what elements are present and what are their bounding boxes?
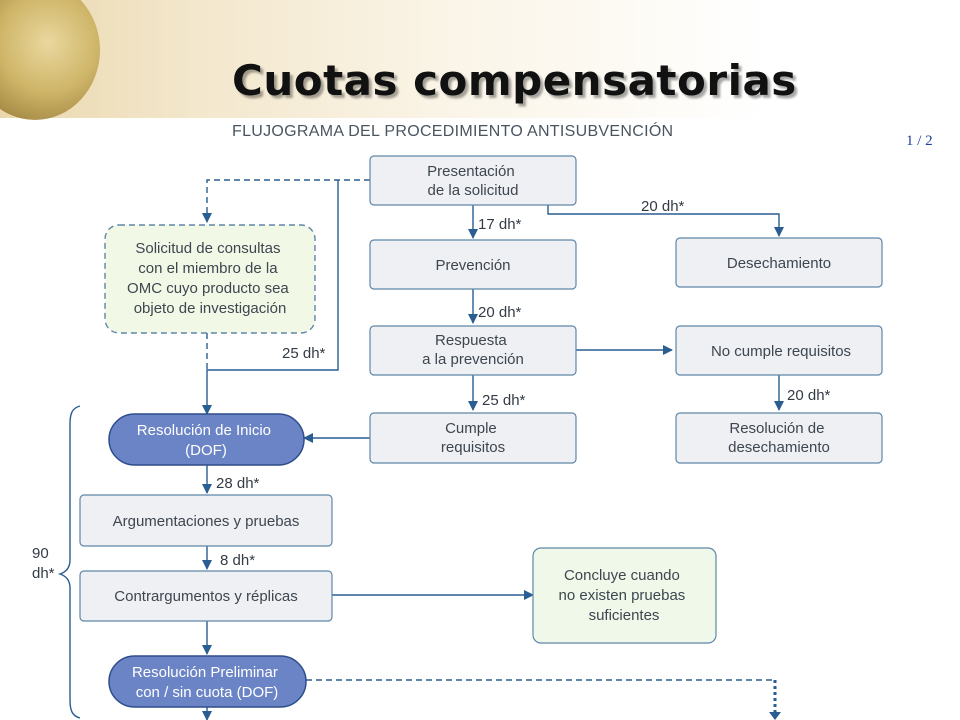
svg-text:Resolución de desechamie: Resolución de desechamiento: [728, 420, 830, 456]
svg-text:Contrargumentos y réplicas: Contrargumentos y réplicas: [114, 588, 297, 605]
node-respuesta: Respuesta a la prevención: [369, 325, 577, 376]
svg-text:Cumple requisitos: Cumple requisitos: [441, 420, 505, 456]
svg-text:Respuesta a la prevenció: Respuesta a la prevención: [422, 332, 524, 368]
label-20-dh-respuesta: 20 dh*: [478, 304, 522, 321]
svg-text:Concluye cuando no exist: Concluye cuando no existen pruebas sufic…: [559, 567, 690, 624]
label-25-dh-consultas: 25 dh*: [282, 345, 326, 362]
svg-text:Resolución de Inicio (DO: Resolución de Inicio (DOF): [137, 422, 275, 459]
label-20-dh-resolucion: 20 dh*: [787, 387, 831, 404]
node-resolucion-preliminar: Resolución Preliminar con / sin cuota (D…: [108, 655, 307, 708]
svg-text:Solicitud de consultas c: Solicitud de consultas con el miembro de…: [127, 240, 293, 317]
node-resolucion-desechamiento: Resolución de desechamiento: [675, 412, 883, 464]
svg-text:Prevención: Prevención: [435, 257, 510, 274]
edge-to-resolucion-inicio: [202, 180, 339, 415]
svg-text:Resolución Preliminar co: Resolución Preliminar con / sin cuota (D…: [132, 664, 282, 701]
node-concluye: Concluye cuando no existen pruebas sufic…: [532, 547, 717, 644]
node-prevencion: Prevención: [369, 239, 577, 290]
edge-to-consultas: [202, 179, 370, 223]
connectors: [57, 179, 784, 720]
page-indicator: 1 / 2: [906, 133, 933, 149]
node-desechamiento: Desechamiento: [675, 237, 883, 288]
svg-text:Argumentaciones y pruebas: Argumentaciones y pruebas: [113, 513, 300, 530]
node-cumple: Cumple requisitos: [369, 412, 577, 464]
diagram-subtitle: FLUJOGRAMA DEL PROCEDIMIENTO ANTISUBVENC…: [232, 121, 673, 140]
label-8-dh: 8 dh*: [220, 552, 255, 569]
bracket-90-dh: [57, 405, 81, 719]
node-presentacion: Presentación de la solicitud: [369, 155, 577, 206]
header-banner: [0, 0, 960, 120]
svg-text:Presentación de la solic: Presentación de la solicitud: [427, 163, 519, 199]
svg-text:Desechamiento: Desechamiento: [727, 255, 831, 272]
label-90-dh: 90 dh*: [32, 545, 55, 582]
node-contrargumentos: Contrargumentos y réplicas: [79, 570, 333, 622]
page-title: Cuotas compensatorias: [232, 56, 797, 105]
arrow-head-dotted: [769, 712, 781, 720]
label-17-dh: 17 dh*: [478, 216, 522, 233]
label-25-dh-cumple: 25 dh*: [482, 392, 526, 409]
edge-to-desechamiento: [547, 205, 784, 237]
node-resolucion-inicio: Resolución de Inicio (DOF): [108, 413, 305, 466]
node-argumentaciones: Argumentaciones y pruebas: [79, 494, 333, 547]
svg-text:No cumple requisitos: No cumple requisitos: [711, 343, 851, 360]
label-28-dh: 28 dh*: [216, 475, 260, 492]
node-no-cumple: No cumple requisitos: [675, 325, 883, 376]
node-consultas: Solicitud de consultas con el miembro de…: [104, 224, 316, 334]
label-20-dh-desechamiento: 20 dh*: [641, 198, 685, 215]
